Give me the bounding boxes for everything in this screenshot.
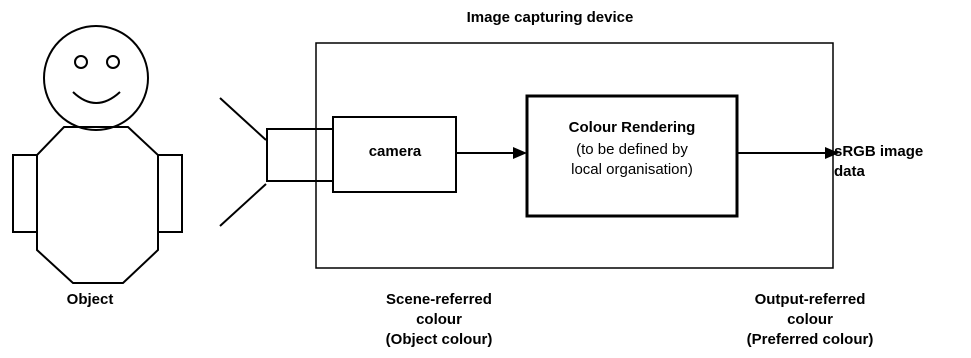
camera-to-rendering-arrowhead bbox=[513, 147, 527, 159]
srgb-output-line: data bbox=[834, 163, 865, 180]
output-referred-line: colour bbox=[787, 311, 833, 328]
colour-rendering-desc-line: local organisation) bbox=[571, 161, 693, 178]
colour-rendering-box bbox=[525, 94, 739, 218]
colour-rendering-description: (to be defined by local organisation) bbox=[528, 140, 736, 180]
scene-referred-label: Scene-referred colour (Object colour) bbox=[364, 290, 514, 350]
output-referred-line: Output-referred bbox=[754, 291, 866, 308]
object-left-arm bbox=[12, 154, 38, 233]
scene-referred-line: Scene-referred bbox=[386, 291, 492, 308]
output-referred-line: (Preferred colour) bbox=[746, 331, 874, 348]
object-label: Object bbox=[66, 291, 114, 308]
srgb-output-label: sRGB image data bbox=[834, 142, 964, 182]
scene-referred-line: (Object colour) bbox=[385, 331, 493, 348]
object-left-eye bbox=[74, 55, 88, 69]
object-head bbox=[43, 25, 149, 131]
light-ray-lower bbox=[219, 183, 267, 227]
colour-rendering-title: Colour Rendering bbox=[568, 119, 696, 136]
object-right-arm bbox=[157, 154, 183, 233]
camera-body bbox=[332, 116, 457, 193]
light-ray-upper bbox=[219, 97, 267, 141]
camera-label: camera bbox=[368, 143, 422, 160]
object-smile bbox=[72, 91, 121, 104]
rendering-to-output-arrowhead bbox=[825, 147, 839, 159]
camera-lens bbox=[266, 128, 334, 182]
colour-rendering-desc-line: (to be defined by bbox=[576, 141, 688, 158]
object-body bbox=[36, 126, 159, 284]
device-title: Image capturing device bbox=[466, 9, 634, 26]
scene-referred-line: colour bbox=[416, 311, 462, 328]
srgb-output-line: sRGB image bbox=[834, 143, 924, 160]
output-referred-label: Output-referred colour (Preferred colour… bbox=[700, 290, 920, 350]
object-right-eye bbox=[106, 55, 120, 69]
